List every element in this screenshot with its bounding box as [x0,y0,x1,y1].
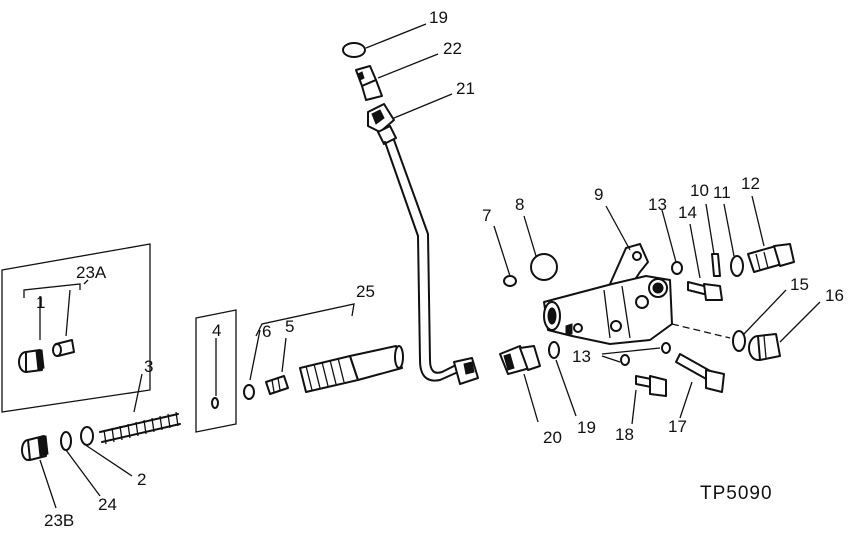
callout-24: 24 [98,495,117,514]
callout-17: 17 [668,417,687,436]
callout-22: 22 [443,39,462,58]
part-14-bolt [687,281,723,301]
callout-1: 1 [36,293,45,312]
part-12-plug [747,243,795,273]
part-22-fitting [355,65,383,101]
callout-16: 16 [825,286,844,305]
part-11-o-ring [730,255,744,277]
part-1-plug [18,349,45,373]
callout-7: 7 [482,206,491,225]
part-23B-plug [21,435,49,461]
callout-23A: 23A [76,263,107,282]
callout-13-top: 13 [648,195,667,214]
part-18-bolt [635,375,667,397]
part-8-o-ring [530,253,558,281]
part-5-screw [265,375,289,395]
part-19-o-ring [548,341,560,359]
callout-18: 18 [615,425,634,444]
callout-13-bottom: 13 [572,347,591,366]
part-19-top-o-ring [342,42,366,58]
callout-25: 25 [356,282,375,301]
figure-code: TP5090 [700,483,773,504]
tube-line [384,139,479,385]
callout-12: 12 [741,174,760,193]
callout-9: 9 [594,185,603,204]
inset-box-23A [1,243,151,413]
callout-4: 4 [212,321,221,340]
leader-lines [39,23,821,509]
callout-20: 20 [543,428,562,447]
part-7-o-ring [503,275,517,287]
part-2-o-ring [80,426,94,446]
part-23A-pin [52,339,75,357]
part-21-fitting [367,103,397,145]
inset-box-4 [195,309,237,433]
part-13-washers [620,261,683,366]
callout-5: 5 [285,317,294,336]
callout-3: 3 [144,357,153,376]
part-15-o-ring [732,330,746,352]
callout-19-top: 19 [429,8,448,27]
part-10-pin [711,253,721,277]
part-25-spool [299,345,404,393]
part-3-spring [99,411,181,445]
callout-6: 6 [262,322,271,341]
callout-14: 14 [678,203,697,222]
bracket-6-5-25 [249,303,355,381]
part-24-o-ring [60,431,72,451]
part-16-plug [748,333,781,361]
callout-23B: 23B [44,511,74,530]
callout-11: 11 [713,183,731,202]
part-6-ring [243,384,255,400]
callout-15: 15 [790,275,809,294]
callout-2: 2 [137,470,146,489]
assembly-dashed-line [671,323,731,339]
callout-10: 10 [690,181,709,200]
part-9-valve-housing [543,243,673,345]
callout-19-bottom: 19 [577,418,596,437]
part-17-bolt [675,353,725,393]
callout-labels: 19 22 21 25 23A 1 4 6 5 3 2 24 23B 7 8 9… [36,8,844,530]
callout-21: 21 [456,79,475,98]
callout-8: 8 [515,195,524,214]
part-20-fitting [499,345,541,375]
